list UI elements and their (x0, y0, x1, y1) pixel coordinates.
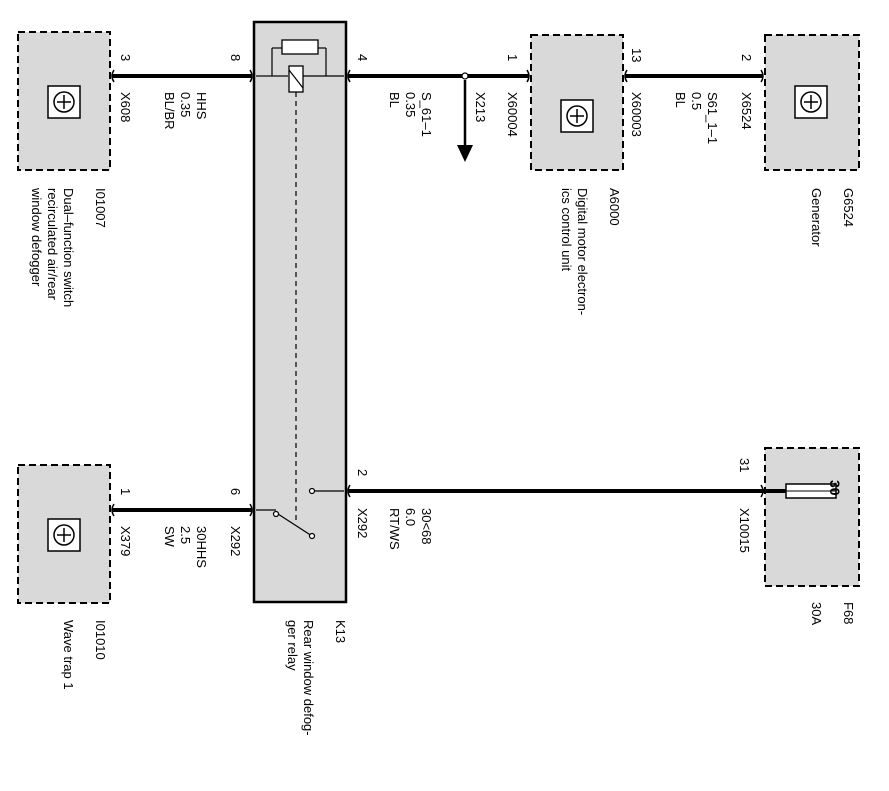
connector-label: X292 (228, 526, 243, 556)
svg-text:BL: BL (673, 92, 688, 108)
svg-text:G6524: G6524 (841, 188, 856, 227)
component-label-k13: K13 Rear window defog- ger relay (285, 620, 348, 736)
svg-text:RT/WS: RT/WS (387, 508, 402, 550)
svg-text:A6000: A6000 (607, 188, 622, 226)
svg-text:SW: SW (162, 526, 177, 548)
svg-text:HHS: HHS (194, 92, 209, 120)
svg-text:Wave trap 1: Wave trap 1 (61, 620, 76, 690)
pin-number: 2 (355, 469, 370, 476)
svg-text:Digital motor electron-: Digital motor electron- (575, 188, 590, 315)
pin-number: 8 (228, 54, 243, 61)
wire-spec-w5: 30<68 6.0 RT/WS (387, 508, 434, 550)
splice-arrow-icon (457, 72, 473, 162)
svg-text:S61_1–1: S61_1–1 (705, 92, 720, 144)
svg-text:BL/BR: BL/BR (162, 92, 177, 130)
relay-k13-body (252, 20, 348, 604)
module-symbol-icon (794, 85, 828, 119)
component-box-g6524 (764, 34, 860, 171)
pin-number: 4 (355, 54, 370, 61)
pin-number: 1 (505, 54, 520, 61)
pin-number: 31 (737, 458, 752, 472)
fuse-terminal-label: 30 (827, 480, 843, 496)
svg-text:0.35: 0.35 (178, 92, 193, 117)
svg-text:30<68: 30<68 (419, 508, 434, 545)
module-symbol-icon (560, 99, 594, 133)
wire-spec-w4: 30HHS 2.5 SW (162, 526, 209, 568)
module-symbol-icon (47, 518, 81, 552)
svg-text:0.5: 0.5 (689, 92, 704, 110)
pin-number: 13 (629, 48, 644, 62)
component-label-i01007: I01007 Dual–function switch recirculated… (29, 187, 108, 307)
svg-text:S_61–1: S_61–1 (419, 92, 434, 137)
svg-text:6.0: 6.0 (403, 508, 418, 526)
connector-label: X213 (473, 92, 488, 122)
svg-text:I01010: I01010 (93, 620, 108, 660)
connector-label: X6524 (739, 92, 754, 130)
pin-number: 1 (118, 488, 133, 495)
svg-text:BL: BL (387, 92, 402, 108)
module-symbol-icon (47, 85, 81, 119)
component-label-a6000: A6000 Digital motor electron- ics contro… (559, 188, 622, 315)
wire-spec-w2: S_61–1 0.35 BL (387, 92, 434, 137)
pin-number: 2 (739, 54, 754, 61)
svg-text:Generator: Generator (809, 188, 824, 247)
connector-label: X60003 (629, 92, 644, 137)
component-label-g6524: G6524 Generator (809, 188, 856, 247)
component-label-f68: F68 30A (809, 602, 856, 625)
component-box-f68 (764, 447, 860, 587)
svg-text:30HHS: 30HHS (194, 526, 209, 568)
pin-number: 3 (118, 54, 133, 61)
svg-text:0.35: 0.35 (403, 92, 418, 117)
svg-text:ger relay: ger relay (285, 620, 300, 671)
pin-number: 6 (228, 488, 243, 495)
svg-text:I01007: I01007 (93, 188, 108, 228)
svg-text:recirculated air/rear: recirculated air/rear (45, 188, 60, 301)
relay-switch-icon (256, 487, 344, 540)
svg-text:K13: K13 (333, 620, 348, 643)
connector-label: X292 (355, 508, 370, 538)
wire-spec-w1: HHS 0.35 BL/BR (162, 92, 209, 130)
connector-label: X10015 (737, 508, 752, 553)
component-label-i01010: I01010 Wave trap 1 (61, 620, 108, 690)
connector-label: X608 (118, 92, 133, 122)
connector-label: X60004 (505, 92, 520, 137)
svg-text:Dual–function switch: Dual–function switch (61, 188, 76, 307)
svg-text:window defogger: window defogger (29, 187, 44, 287)
svg-text:Rear window defog-: Rear window defog- (301, 620, 316, 736)
svg-text:30A: 30A (809, 602, 824, 625)
wire-spec-w3: S61_1–1 0.5 BL (673, 92, 720, 144)
svg-text:F68: F68 (841, 602, 856, 624)
connector-label: X379 (118, 526, 133, 556)
svg-text:ics control unit: ics control unit (559, 188, 574, 271)
fuse-icon (785, 483, 837, 499)
svg-text:2.5: 2.5 (178, 526, 193, 544)
connector-marks (111, 69, 764, 517)
